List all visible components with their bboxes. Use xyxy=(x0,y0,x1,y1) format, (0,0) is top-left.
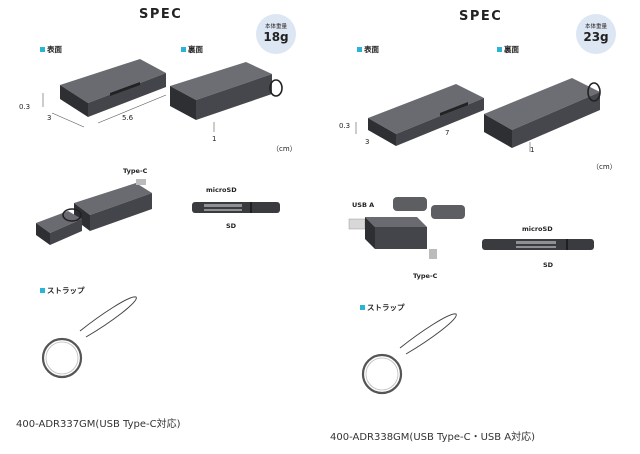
card-reader-side-image-left xyxy=(192,202,280,213)
bullet-square-icon xyxy=(357,47,362,52)
typec-label-right: Type-C xyxy=(413,272,438,280)
spec-title-left: SPEC xyxy=(139,7,183,22)
card-reader-back-image-left xyxy=(170,62,283,132)
sd-label-right: SD xyxy=(543,261,554,269)
strap-label-left: ストラップ xyxy=(40,285,85,296)
microsd-label-right: microSD xyxy=(522,225,553,233)
card-reader-side-image-right xyxy=(482,239,594,250)
card-reader-open-image-left xyxy=(36,179,152,245)
unit-label-left: （cm） xyxy=(272,145,297,153)
strap-image-left xyxy=(41,296,137,379)
typec-label-left: Type-C xyxy=(123,167,148,175)
bullet-square-icon xyxy=(40,288,45,293)
weight-badge-right: 本体重量 23g xyxy=(576,14,616,54)
dim-length-right: 7 xyxy=(445,129,450,137)
front-label-right: 表面 xyxy=(357,44,379,55)
strap-image-right xyxy=(361,313,457,395)
bullet-square-icon xyxy=(497,47,502,52)
microsd-label-left: microSD xyxy=(206,186,237,194)
dim-thickness-right: 0.3 xyxy=(339,122,351,130)
weight-label: 本体重量 xyxy=(264,24,287,30)
strap-label-text: ストラップ xyxy=(367,303,405,312)
spec-title-right: SPEC xyxy=(459,9,503,24)
bullet-square-icon xyxy=(360,305,365,310)
front-label-text: 表面 xyxy=(47,45,62,54)
card-reader-front-image-left xyxy=(42,59,167,128)
unit-label-right: （cm） xyxy=(592,163,617,171)
usba-label-right: USB A xyxy=(352,201,375,209)
back-label-right: 裏面 xyxy=(497,44,519,55)
front-label-left: 表面 xyxy=(40,44,62,55)
card-reader-back-image-right xyxy=(484,78,601,152)
dim-thickness-left: 0.3 xyxy=(19,103,31,111)
bullet-square-icon xyxy=(181,47,186,52)
back-label-text: 裏面 xyxy=(504,45,519,54)
back-label-text: 裏面 xyxy=(188,45,203,54)
dim-width-left: 3 xyxy=(47,114,52,122)
back-label-left: 裏面 xyxy=(181,44,203,55)
weight-label: 本体重量 xyxy=(584,24,607,30)
bullet-square-icon xyxy=(40,47,45,52)
weight-value: 23g xyxy=(583,30,609,44)
dim-back-left: 1 xyxy=(212,135,217,143)
dim-length-left: 5.6 xyxy=(122,114,134,122)
card-reader-front-image-right xyxy=(355,84,484,146)
weight-value: 18g xyxy=(263,30,289,44)
dim-width-right: 3 xyxy=(365,138,370,146)
product-caption-right: 400-ADR338GM(USB Type-C・USB A対応) xyxy=(330,432,536,443)
strap-label-text: ストラップ xyxy=(47,286,85,295)
product-caption-left: 400-ADR337GM(USB Type-C対応) xyxy=(16,419,181,430)
card-reader-open-image-right xyxy=(348,197,465,259)
strap-label-right: ストラップ xyxy=(360,302,405,313)
dim-back-right: 1 xyxy=(530,146,535,154)
sd-label-left: SD xyxy=(226,222,237,230)
front-label-text: 表面 xyxy=(364,45,379,54)
weight-badge-left: 本体重量 18g xyxy=(256,14,296,54)
